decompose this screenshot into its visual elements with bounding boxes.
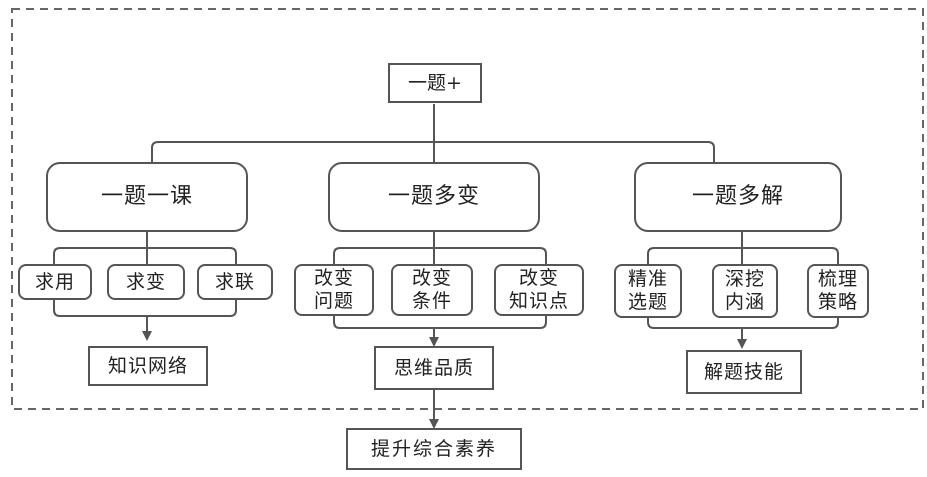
method-node-3-1: 精准 选题 [614,264,682,318]
method-node-1-2: 求变 [107,264,185,300]
connector-branch2-bottom-bracket [333,316,547,329]
connector-branch2-top-bracket [333,247,547,264]
final-node: 提升综合素养 [346,428,522,470]
method-node-3-3: 梳理 策略 [807,264,869,318]
outcome-node-2: 思维品质 [374,346,494,390]
method-node-2-2: 改变 条件 [391,264,473,316]
connector-branch3-bottom-bracket [647,318,839,329]
connector-branch1-bottom-bracket [53,300,237,317]
dashed-frame [11,8,924,410]
branch-node-1: 一题一课 [46,162,248,232]
method-node-2-1: 改变 问题 [294,264,374,316]
method-node-3-2: 深挖 内涵 [712,264,778,318]
outcome-node-3: 解题技能 [686,350,802,394]
method-node-2-3: 改变 知识点 [494,264,584,316]
method-node-1-3: 求联 [197,264,273,300]
branch-node-3: 一题多解 [634,162,842,232]
method-node-1-1: 求用 [18,264,92,300]
branch-node-2: 一题多变 [328,162,540,232]
root-node: 一题+ [388,63,482,103]
outcome-node-1: 知识网络 [88,346,208,386]
connector-branch1-top-bracket [53,247,237,264]
